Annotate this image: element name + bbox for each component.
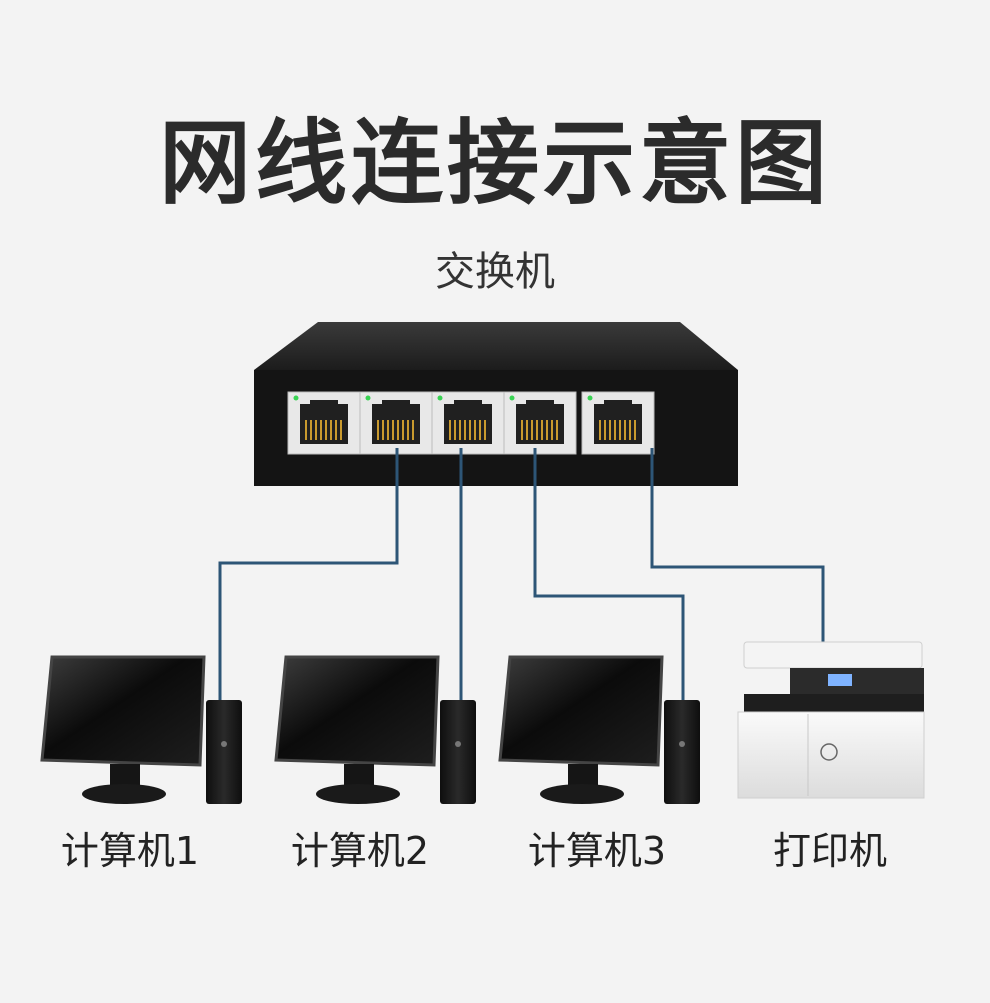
- rj45-port-5: [581, 391, 655, 455]
- pc-tower: [440, 700, 476, 804]
- monitor-base: [540, 784, 624, 804]
- network-switch: [254, 322, 738, 486]
- printer-display: [828, 674, 852, 686]
- cables: [218, 448, 825, 700]
- printer-output-slot: [744, 694, 924, 712]
- cable-computer-3: [533, 448, 685, 700]
- computer-device-2: [274, 655, 476, 804]
- pc-tower: [664, 700, 700, 804]
- switch-label: 交换机: [435, 249, 555, 295]
- monitor-neck: [568, 764, 598, 786]
- monitor-screen: [274, 655, 440, 767]
- port-led-2: [365, 395, 371, 401]
- label-computer-2: 计算机2: [290, 829, 430, 873]
- pc-power-icon: [221, 741, 227, 747]
- cable-printer: [650, 448, 825, 642]
- printer-control-panel: [790, 668, 924, 694]
- diagram-title: 网线连接示意图: [158, 110, 831, 217]
- computer-device-3: [498, 655, 700, 804]
- printer-logo: [820, 743, 838, 761]
- rj45-port-2: [359, 391, 433, 455]
- printer-scanner-lid: [743, 641, 923, 669]
- computer-device-1: [40, 655, 242, 804]
- port-led-4: [509, 395, 515, 401]
- monitor-base: [316, 784, 400, 804]
- pc-tower: [206, 700, 242, 804]
- rj45-port-1: [287, 391, 361, 455]
- printer-device: [737, 641, 925, 799]
- port-led-3: [437, 395, 443, 401]
- rj45-port-3: [431, 391, 505, 455]
- switch-top: [254, 322, 738, 370]
- monitor-screen: [498, 655, 664, 767]
- monitor-neck: [110, 764, 140, 786]
- switch-ports: [287, 391, 655, 455]
- pc-power-icon: [679, 741, 685, 747]
- port-led-5: [587, 395, 593, 401]
- monitor-neck: [344, 764, 374, 786]
- monitor-base: [82, 784, 166, 804]
- port-led-1: [293, 395, 299, 401]
- label-computer-1: 计算机1: [60, 829, 200, 873]
- label-computer-3: 计算机3: [527, 829, 667, 873]
- cable-computer-1: [218, 448, 399, 700]
- label-printer: 打印机: [772, 829, 887, 873]
- pc-power-icon: [455, 741, 461, 747]
- printer-body: [737, 711, 925, 799]
- rj45-port-4: [503, 391, 577, 455]
- monitor-screen: [40, 655, 206, 767]
